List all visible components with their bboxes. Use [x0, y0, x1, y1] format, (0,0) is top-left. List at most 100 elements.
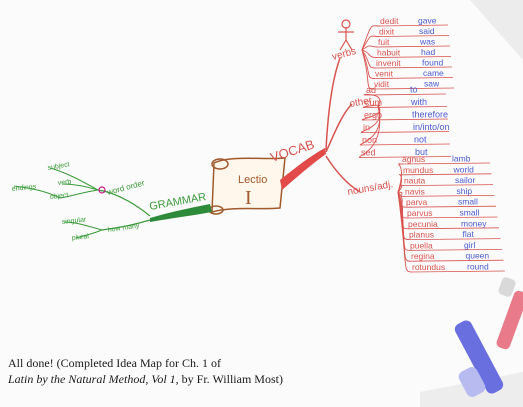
verb-latin-word: habuit [377, 48, 401, 58]
grammar-singular: singular [61, 216, 87, 226]
noun-underline [403, 184, 494, 186]
verb-connector [361, 49, 378, 58]
verb-latin-word: venit [375, 69, 394, 79]
verb-connector [361, 49, 375, 90]
noun-connector [397, 191, 406, 197]
lectio-scroll: Lectio I [208, 157, 286, 215]
noun-latin-word: parvus [407, 208, 433, 218]
caption-author: , by Fr. William Most) [175, 372, 283, 386]
table-corner [470, 0, 523, 60]
scroll-lectio-text: Lectio [238, 174, 267, 186]
singular-stroke [63, 221, 103, 231]
pink-marker [496, 277, 523, 350]
other-underline [365, 93, 447, 96]
other-connector [362, 104, 381, 108]
verb-english-word: was [419, 37, 435, 47]
verb-underline [374, 77, 454, 79]
noun-english-word: queen [466, 251, 490, 261]
other-latin-word: ergo [364, 110, 382, 120]
other-latin-word: in [363, 123, 370, 133]
subject-stroke [49, 167, 99, 191]
verb-english-word: found [422, 58, 444, 68]
verb-underline [375, 66, 453, 69]
noun-underline [404, 195, 495, 197]
grammar-object: object [49, 192, 68, 201]
noun-english-word: lamb [452, 154, 471, 164]
noun-english-word: world [453, 164, 475, 174]
verb-connector [361, 45, 379, 51]
verb-latin-word: dixit [379, 27, 395, 37]
other-underline [360, 156, 452, 158]
noun-latin-word: parva [406, 197, 428, 207]
scroll-numeral-text: I [245, 187, 252, 209]
wordorder-connector [97, 189, 151, 217]
verb-latin-word: invenit [376, 58, 401, 68]
noun-english-word: small [460, 208, 480, 218]
plural-stroke [75, 229, 103, 239]
caption-book-title: Latin by the Natural Method, Vol 1 [8, 372, 176, 386]
verb-english-word: came [423, 68, 444, 78]
noun-latin-word: nauta [404, 176, 426, 186]
other-connector [325, 103, 353, 153]
verb-english-word: gave [418, 16, 437, 26]
other-english-word: not [414, 135, 427, 145]
other-latin-word: cum [365, 98, 382, 108]
noun-latin-word: navis [405, 186, 425, 196]
verb-underline [379, 24, 449, 27]
verb-underline [377, 45, 451, 48]
noun-english-word: girl [464, 240, 475, 250]
noun-english-word: ship [457, 186, 473, 196]
endings-stroke [13, 185, 61, 199]
noun-english-word: round [467, 262, 489, 272]
other-english-word: but [415, 147, 428, 157]
other-underline [362, 131, 450, 133]
other-english-word: with [410, 97, 427, 107]
verb-english-word: said [419, 26, 435, 36]
noun-english-word: sailor [455, 175, 475, 185]
verb-underline [376, 56, 452, 58]
verb-english-word: saw [424, 79, 440, 89]
noun-underline [405, 205, 497, 208]
verb-connector [361, 35, 380, 51]
wordorder-dot [98, 186, 106, 194]
caption-line-1: All done! (Completed Idea Map for Ch. 1 … [8, 356, 221, 370]
noun-latin-word: agnus [402, 154, 425, 164]
nouns-connector [325, 155, 361, 193]
howmany-connector [101, 219, 151, 231]
other-word-list: ad to cum with ergo therefore in in/into/on non n… [358, 85, 452, 158]
grammar-subject: subject [47, 161, 70, 172]
noun-english-word: small [458, 197, 478, 207]
noun-connector [397, 174, 404, 193]
other-connector [358, 105, 381, 158]
grammar-branch-shape [150, 204, 212, 222]
photo-caption: All done! (Completed Idea Map for Ch. 1 … [8, 355, 348, 387]
other-english-word: in/into/on [413, 122, 450, 132]
verb-latin-word: dedit [380, 16, 399, 26]
noun-underline [409, 249, 503, 251]
other-latin-word: ad [366, 85, 376, 95]
grammar-endings: endings [11, 183, 37, 193]
verb-underline [373, 87, 455, 90]
noun-latin-word: rotundus [412, 262, 445, 272]
verb-stroke [61, 183, 99, 191]
vocab-branch-shape [280, 148, 326, 190]
verb-connector [361, 49, 377, 69]
verbs-connector [325, 57, 341, 151]
other-english-word: to [410, 85, 418, 95]
noun-underline [411, 270, 506, 273]
howmany-label: how many [107, 223, 140, 234]
noun-latin-word: puella [410, 240, 433, 250]
other-latin-word: non [362, 135, 377, 145]
caption-line-2: Latin by the Natural Method, Vol 1, by F… [8, 371, 348, 387]
noun-connector [397, 184, 405, 193]
verb-underline [378, 35, 450, 37]
verb-english-word: had [421, 47, 435, 57]
other-english-word: therefore [412, 110, 448, 120]
other-latin-word: sed [361, 148, 376, 158]
verb-connector [361, 25, 381, 51]
purple-marker [454, 320, 504, 397]
verb-latin-word: fuit [378, 37, 390, 47]
